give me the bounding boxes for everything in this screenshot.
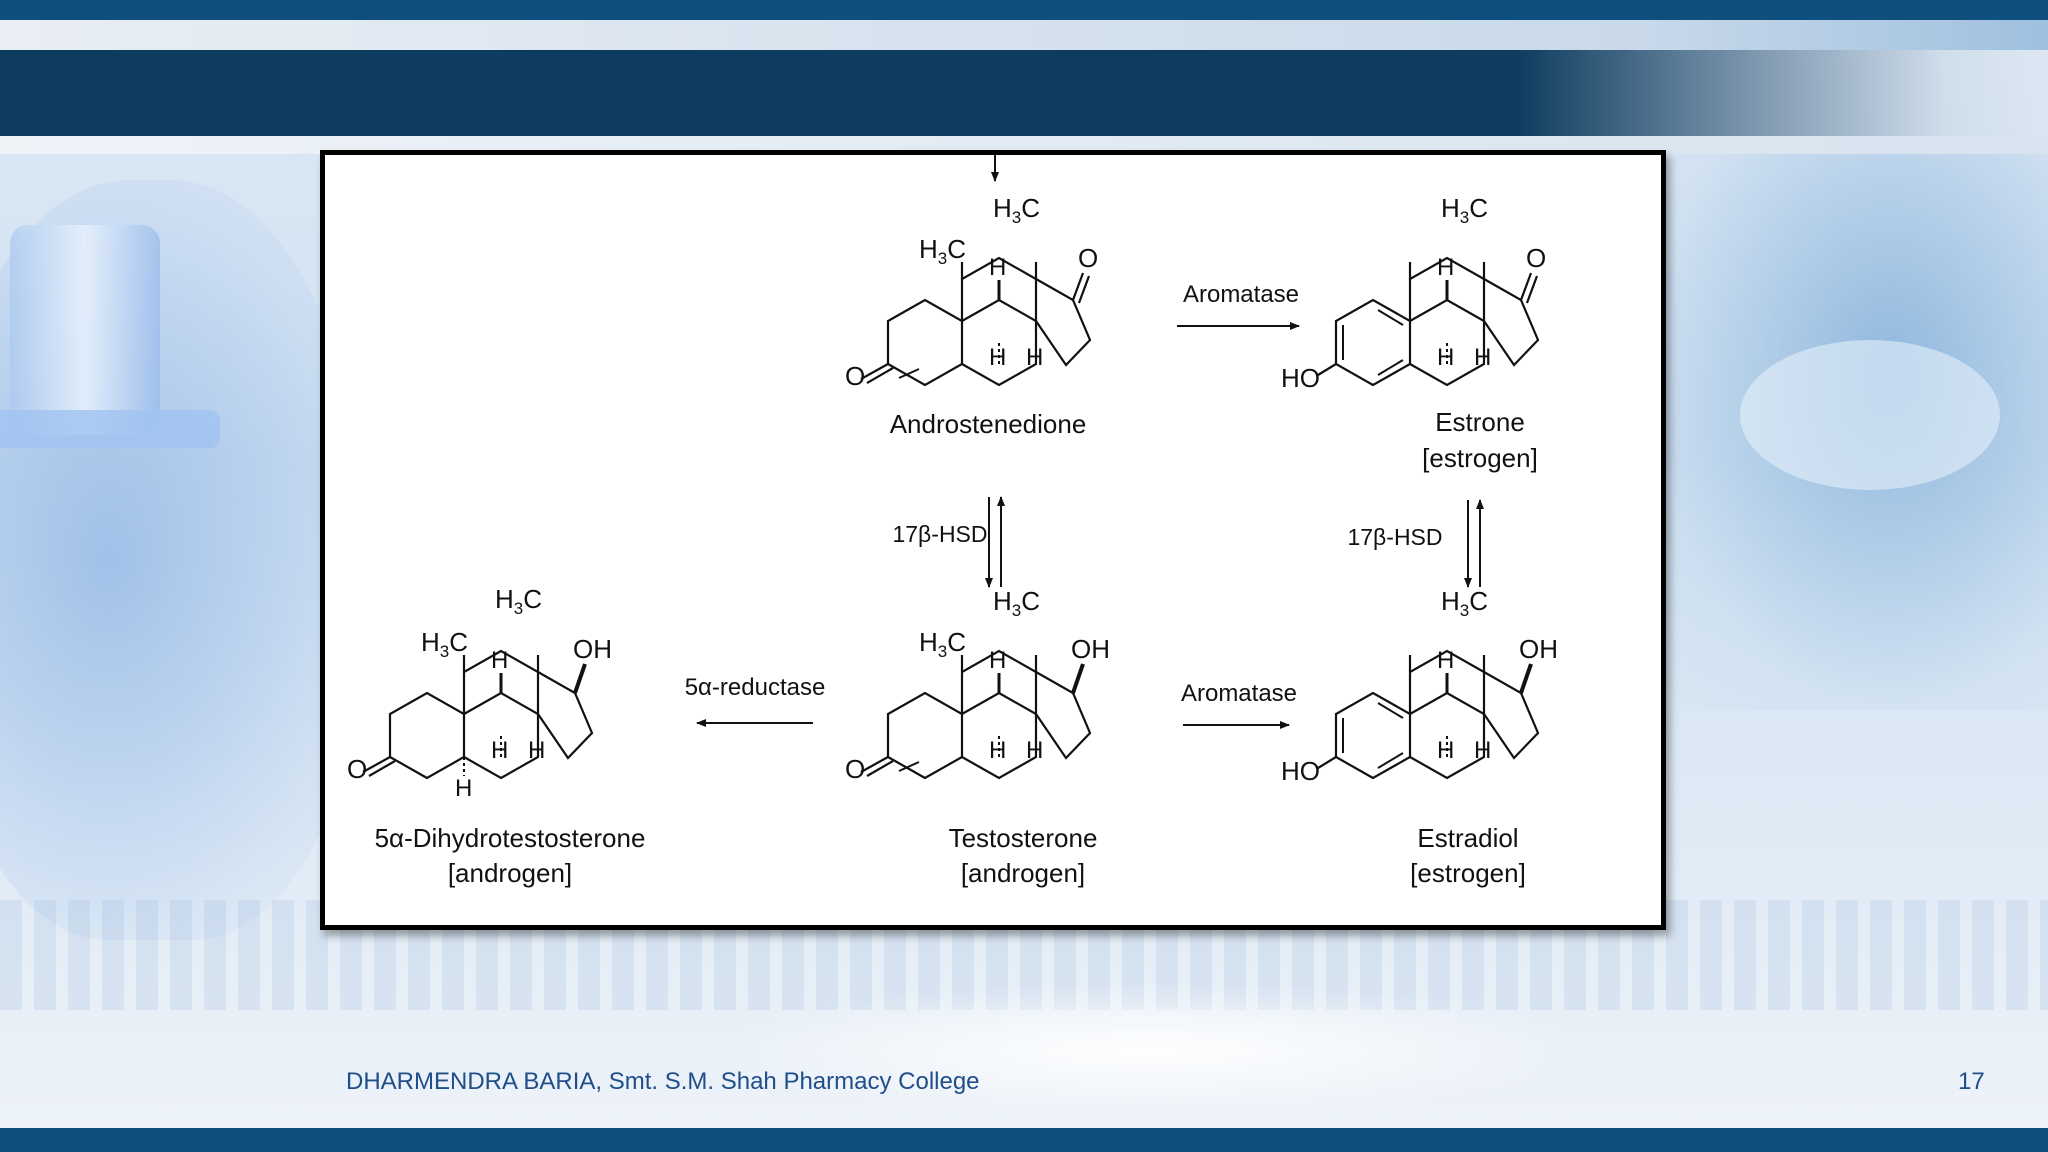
top-strip: [0, 0, 2048, 20]
hydrogen-label: H: [491, 647, 508, 674]
hydrogen-label: H: [989, 254, 1006, 281]
hydrogen-label: H: [1026, 344, 1043, 371]
slide-title-bar: [0, 50, 2048, 136]
methyl-label: H3C: [993, 193, 1040, 227]
estradiol-class-label: [estrogen]: [1410, 858, 1526, 888]
hydrogen-label: H: [491, 737, 508, 764]
aromatase-top-label: Aromatase: [1183, 281, 1299, 308]
pathway-figure: O O H3C H3C H H H Androstenedione HO O H…: [320, 150, 1666, 930]
androstenedione-structure: O O H3C H3C H H H: [845, 193, 1098, 391]
estrone-structure: HO O H3C H H H: [1281, 193, 1546, 393]
background-right-circle: [1740, 340, 2000, 490]
background-bottle-collar: [0, 410, 220, 448]
dht-label: 5α-Dihydrotestosterone: [375, 823, 646, 853]
aromatase-bottom-label: Aromatase: [1181, 680, 1297, 707]
testosterone-label: Testosterone: [949, 823, 1098, 853]
estrone-label: Estrone: [1435, 407, 1525, 437]
steroid-pathway-diagram: O O H3C H3C H H H Androstenedione HO O H…: [347, 155, 1558, 888]
background-glow: [700, 980, 1600, 1120]
hydrogen-label: H: [455, 775, 472, 802]
dht-class-label: [androgen]: [448, 858, 572, 888]
hydrogen-label: H: [1026, 737, 1043, 764]
top-light-band: [0, 20, 2048, 50]
hydrogen-label: H: [989, 647, 1006, 674]
hydroxy-label: OH: [573, 634, 612, 664]
reductase-label: 5α-reductase: [685, 674, 826, 701]
hydrogen-label: H: [1474, 737, 1491, 764]
testosterone-class-label: [androgen]: [961, 858, 1085, 888]
hsd-left-label: 17β-HSD: [892, 521, 987, 547]
oxo-label: O: [845, 754, 865, 784]
hydroxy-label: HO: [1281, 363, 1320, 393]
methyl-label: H3C: [421, 627, 468, 661]
hydrogen-label: H: [1474, 344, 1491, 371]
androstenedione-label: Androstenedione: [890, 409, 1087, 439]
hydrogen-label: H: [989, 344, 1006, 371]
footer-author: DHARMENDRA BARIA, Smt. S.M. Shah Pharmac…: [346, 1068, 980, 1095]
hydrogen-label: H: [989, 737, 1006, 764]
bottom-strip: [0, 1128, 2048, 1152]
hydroxy-label: OH: [1519, 634, 1558, 664]
oxo-label: O: [1526, 243, 1546, 273]
estrone-class-label: [estrogen]: [1422, 443, 1538, 473]
oxo-label: O: [347, 754, 367, 784]
methyl-label: H3C: [993, 586, 1040, 620]
estradiol-label: Estradiol: [1417, 823, 1518, 853]
methyl-label: H3C: [495, 584, 542, 618]
methyl-label: H3C: [1441, 193, 1488, 227]
background-bottle-neck: [10, 225, 160, 435]
hydroxy-label: HO: [1281, 756, 1320, 786]
hsd-right-label: 17β-HSD: [1347, 524, 1442, 550]
oxo-label: O: [845, 361, 865, 391]
methyl-label: H3C: [919, 234, 966, 268]
page-number: 17: [1958, 1068, 1985, 1095]
hydrogen-label: H: [1437, 254, 1454, 281]
testosterone-structure: O OH H3C H3C H H H: [845, 586, 1110, 784]
title-underline-band: [0, 136, 2048, 154]
estradiol-structure: HO OH H3C H H H: [1281, 586, 1558, 786]
oxo-label: O: [1078, 243, 1098, 273]
dht-structure: O OH H3C H3C H H H H: [347, 584, 612, 802]
hydroxy-label: OH: [1071, 634, 1110, 664]
hydrogen-label: H: [528, 737, 545, 764]
methyl-label: H3C: [919, 627, 966, 661]
hydrogen-label: H: [1437, 344, 1454, 371]
hydrogen-label: H: [1437, 647, 1454, 674]
hydrogen-label: H: [1437, 737, 1454, 764]
methyl-label: H3C: [1441, 586, 1488, 620]
